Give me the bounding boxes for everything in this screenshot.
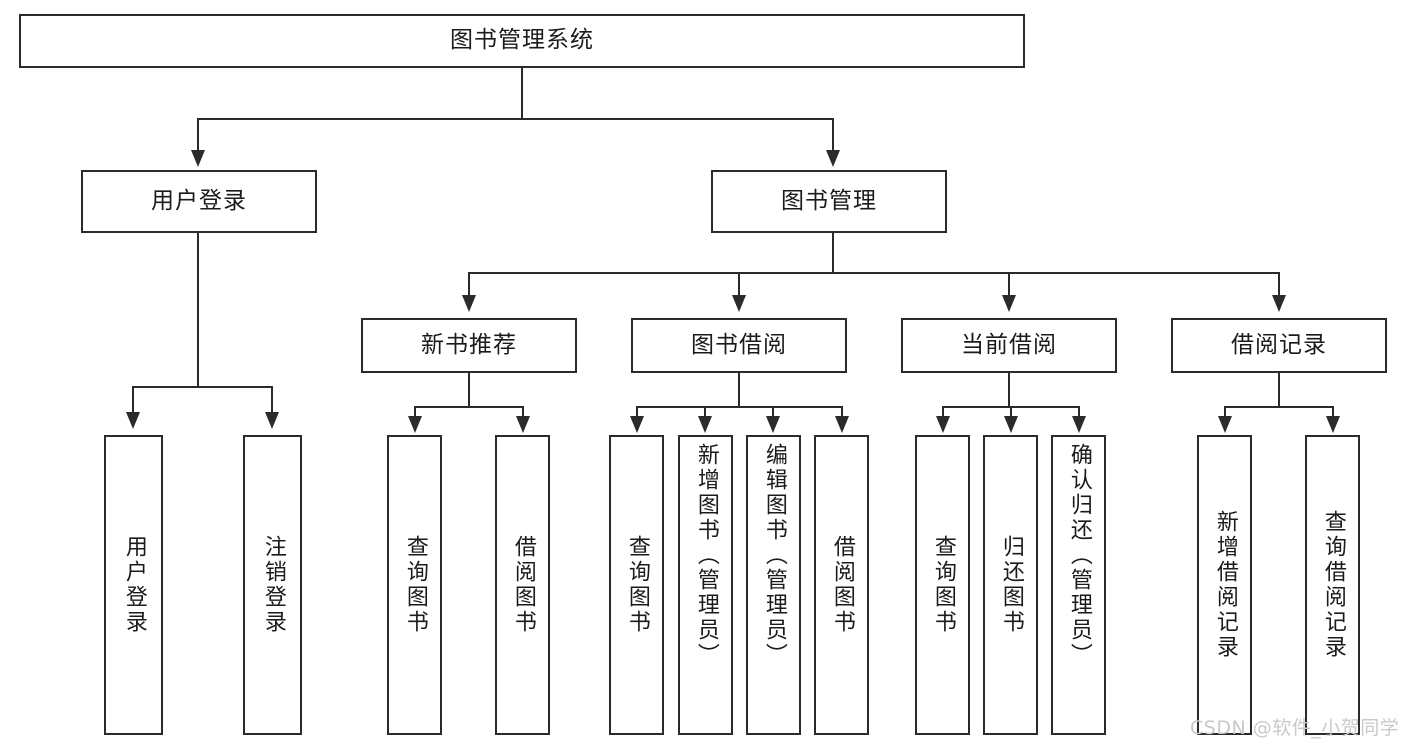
leaf-book-borrow-4[interactable]: 借阅图书 (814, 435, 869, 735)
edge-user-login-bus (132, 386, 272, 388)
edge-borrow-record-stem (1278, 373, 1280, 406)
arrow-bb-leaf-4 (835, 416, 849, 433)
arrow-bb-leaf-2 (698, 416, 712, 433)
node-label: 查询借阅记录 (1320, 510, 1346, 660)
node-label: 确认归还（管理员） (1066, 443, 1092, 668)
arrow-bm-to-new-book (462, 295, 476, 312)
edge-book-manage-bus (468, 272, 1280, 274)
leaf-new-book-2[interactable]: 借阅图书 (495, 435, 550, 735)
edge-bm-drop-4 (1278, 272, 1280, 297)
watermark-text: CSDN @软件_小贺同学 (1190, 717, 1400, 739)
node-label: 当前借阅 (961, 331, 1057, 358)
edge-cb-drop-2 (1010, 406, 1012, 418)
edge-bb-drop-2 (704, 406, 706, 418)
csdn-watermark: CSDN @软件_小贺同学 (1190, 713, 1399, 740)
node-label: 图书管理 (781, 187, 877, 214)
edge-new-book-stem (468, 373, 470, 406)
arrow-cb-leaf-2 (1004, 416, 1018, 433)
edge-current-borrow-stem (1008, 373, 1010, 406)
node-label: 编辑图书（管理员） (761, 443, 787, 668)
node-label: 图书借阅 (691, 331, 787, 358)
arrow-root-to-book-manage (826, 150, 840, 167)
arrow-br-leaf-1 (1218, 416, 1232, 433)
leaf-borrow-record-2[interactable]: 查询借阅记录 (1305, 435, 1360, 735)
node-root-system[interactable]: 图书管理系统 (19, 14, 1025, 68)
edge-bb-drop-3 (772, 406, 774, 418)
node-current-borrow[interactable]: 当前借阅 (901, 318, 1117, 373)
node-label: 借阅图书 (829, 535, 855, 635)
node-label: 新书推荐 (421, 331, 517, 358)
node-label: 查询图书 (930, 535, 956, 635)
leaf-book-borrow-1[interactable]: 查询图书 (609, 435, 664, 735)
leaf-user-login-1[interactable]: 用户登录 (104, 435, 163, 735)
node-label: 查询图书 (624, 535, 650, 635)
node-book-management[interactable]: 图书管理 (711, 170, 947, 233)
edge-bm-drop-2 (738, 272, 740, 297)
arrow-cb-leaf-3 (1072, 416, 1086, 433)
node-label: 借阅图书 (510, 535, 536, 635)
edge-book-borrow-bus (636, 406, 843, 408)
node-user-login[interactable]: 用户登录 (81, 170, 317, 233)
node-label: 图书管理系统 (450, 27, 594, 54)
leaf-user-login-2[interactable]: 注销登录 (243, 435, 302, 735)
arrow-br-leaf-2 (1326, 416, 1340, 433)
node-label: 新增借阅记录 (1212, 510, 1238, 660)
node-label: 注销登录 (260, 535, 286, 635)
arrow-bb-leaf-1 (630, 416, 644, 433)
edge-bm-drop-1 (468, 272, 470, 297)
node-new-book-recommend[interactable]: 新书推荐 (361, 318, 577, 373)
edge-user-login-drop-2 (271, 386, 273, 414)
leaf-book-borrow-2[interactable]: 新增图书（管理员） (678, 435, 733, 735)
edge-borrow-record-bus (1224, 406, 1334, 408)
arrow-bm-to-book-borrow (732, 295, 746, 312)
edge-new-book-drop-1 (414, 406, 416, 418)
node-label: 借阅记录 (1231, 331, 1327, 358)
edge-root-stem (521, 68, 523, 118)
edge-cb-drop-1 (942, 406, 944, 418)
edge-user-login-drop-1 (132, 386, 134, 414)
node-book-borrow[interactable]: 图书借阅 (631, 318, 847, 373)
edge-root-bus (197, 118, 834, 120)
arrow-bb-leaf-3 (766, 416, 780, 433)
edge-root-to-user-login (197, 118, 199, 153)
arrow-root-to-user-login (191, 150, 205, 167)
arrow-bm-to-current-borrow (1002, 295, 1016, 312)
edge-new-book-bus (414, 406, 524, 408)
arrow-user-login-leaf-1 (126, 412, 140, 429)
node-label: 用户登录 (151, 187, 247, 214)
edge-user-login-stem (197, 233, 199, 386)
edge-bm-drop-3 (1008, 272, 1010, 297)
edge-br-drop-1 (1224, 406, 1226, 418)
edge-new-book-drop-2 (522, 406, 524, 418)
edge-bb-drop-4 (841, 406, 843, 418)
arrow-bm-to-borrow-record (1272, 295, 1286, 312)
edge-br-drop-2 (1332, 406, 1334, 418)
node-label: 归还图书 (998, 535, 1024, 635)
arrow-cb-leaf-1 (936, 416, 950, 433)
arrow-new-book-leaf-1 (408, 416, 422, 433)
edge-cb-drop-3 (1078, 406, 1080, 418)
leaf-current-borrow-1[interactable]: 查询图书 (915, 435, 970, 735)
edge-book-manage-stem (832, 233, 834, 272)
node-label: 新增图书（管理员） (693, 443, 719, 668)
leaf-borrow-record-1[interactable]: 新增借阅记录 (1197, 435, 1252, 735)
leaf-current-borrow-3[interactable]: 确认归还（管理员） (1051, 435, 1106, 735)
edge-root-to-book-manage (832, 118, 834, 153)
edge-book-borrow-stem (738, 373, 740, 406)
edge-bb-drop-1 (636, 406, 638, 418)
node-borrow-record[interactable]: 借阅记录 (1171, 318, 1387, 373)
node-label: 用户登录 (121, 535, 147, 635)
leaf-current-borrow-2[interactable]: 归还图书 (983, 435, 1038, 735)
leaf-book-borrow-3[interactable]: 编辑图书（管理员） (746, 435, 801, 735)
node-label: 查询图书 (402, 535, 428, 635)
arrow-new-book-leaf-2 (516, 416, 530, 433)
leaf-new-book-1[interactable]: 查询图书 (387, 435, 442, 735)
arrow-user-login-leaf-2 (265, 412, 279, 429)
